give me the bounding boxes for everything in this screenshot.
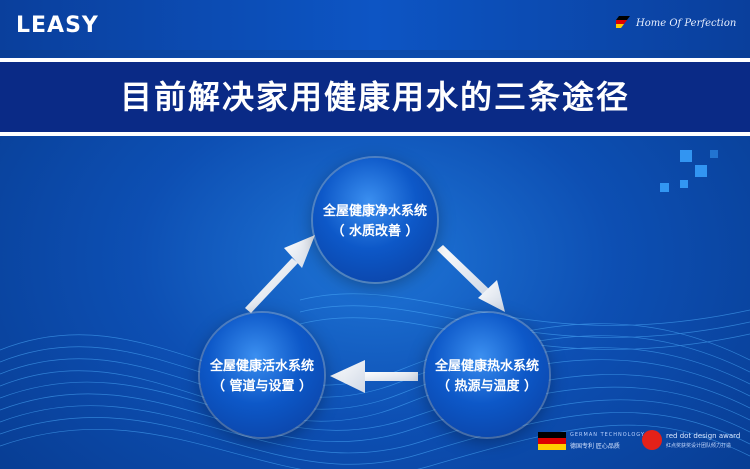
reddot-award-chinese: 红点奖获奖设计团队倾力打造 bbox=[666, 443, 732, 449]
title-bar: 目前解决家用健康用水的三条途径 bbox=[0, 58, 750, 136]
wave-lines-decoration bbox=[0, 293, 750, 469]
arrow-live-to-purify-icon bbox=[245, 235, 315, 313]
page-title: 目前解决家用健康用水的三条途径 bbox=[119, 78, 630, 116]
germany-flag-icon bbox=[616, 16, 630, 28]
germany-flag-icon bbox=[538, 432, 566, 450]
brand-tagline: Home Of Perfection bbox=[636, 18, 737, 29]
node-purification: 全屋健康净水系统 （ 水质改善 ） bbox=[313, 158, 437, 282]
node-title: 全屋健康净水系统 bbox=[322, 204, 427, 219]
reddot-award-text: red dot design award bbox=[666, 432, 741, 440]
node-subtitle: （ 水质改善 ） bbox=[331, 224, 419, 239]
node-hot-water: 全屋健康热水系统 （ 热源与温度 ） bbox=[425, 313, 549, 437]
square-decoration bbox=[680, 150, 692, 162]
top-bar: LEASY Home Of Perfection bbox=[0, 0, 750, 50]
square-decoration bbox=[680, 180, 688, 188]
square-decoration bbox=[695, 165, 707, 177]
square-decoration bbox=[660, 183, 669, 192]
node-title: 全屋健康热水系统 bbox=[434, 359, 539, 374]
brand-logo: LEASY bbox=[16, 13, 99, 38]
german-tech-english: GERMAN TECHNOLOGY bbox=[570, 432, 645, 438]
german-tech-chinese: 德国专利 匠心品质 bbox=[570, 443, 620, 450]
reddot-logo-icon bbox=[642, 430, 662, 450]
arrow-heat-to-live-icon bbox=[330, 360, 418, 393]
node-subtitle: （ 管道与设置 ） bbox=[211, 379, 313, 394]
node-living-water: 全屋健康活水系统 （ 管道与设置 ） bbox=[200, 313, 324, 437]
arrow-purify-to-heat-icon bbox=[437, 245, 505, 312]
node-subtitle: （ 热源与温度 ） bbox=[436, 379, 538, 394]
square-decoration bbox=[710, 150, 718, 158]
node-title: 全屋健康活水系统 bbox=[209, 359, 314, 374]
